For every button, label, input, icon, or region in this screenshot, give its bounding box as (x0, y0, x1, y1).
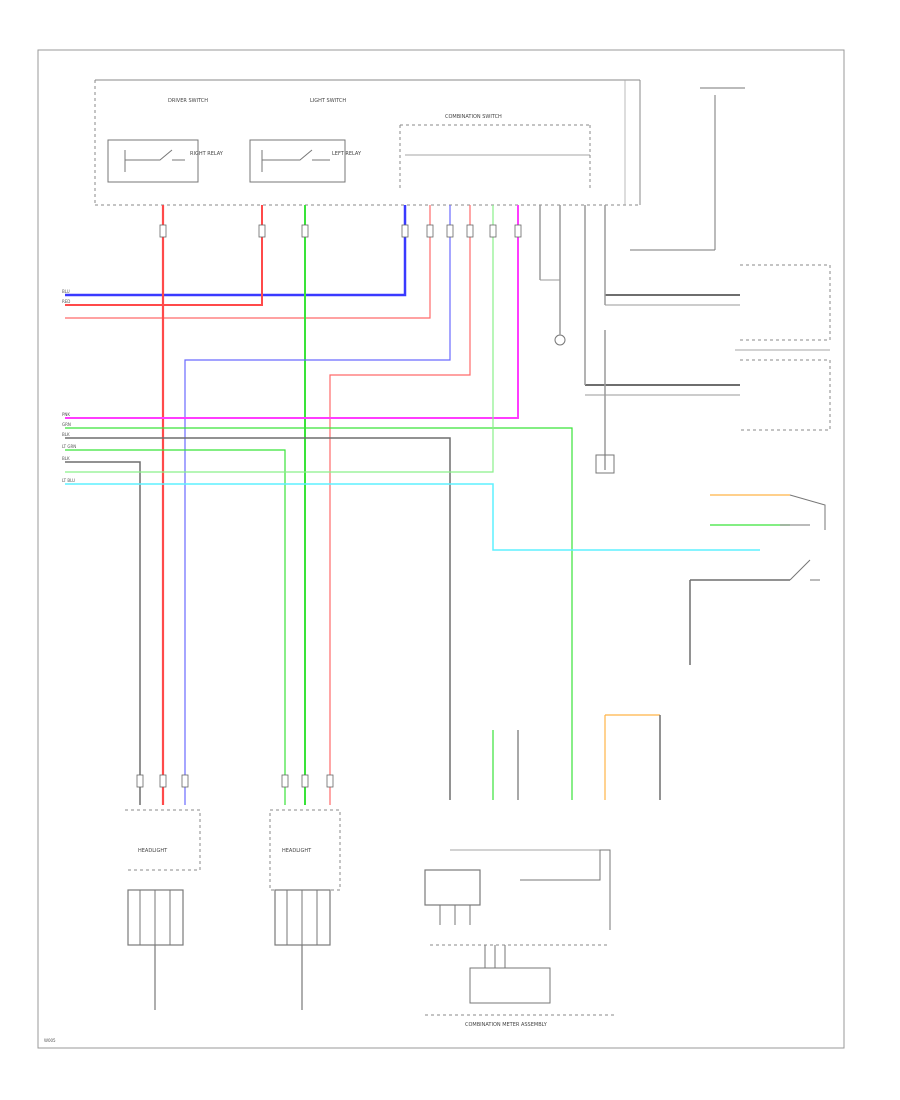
headlight-right-label: HEADLIGHT (282, 848, 312, 854)
switch-box-a (107, 139, 199, 183)
wire-label-blue: BLU (62, 289, 70, 294)
diagram-code: W005 (44, 1038, 56, 1043)
wire-label-red: RED (62, 299, 70, 304)
diagram-frame (37, 49, 845, 1049)
wire-label-pink: PNK (62, 412, 70, 417)
combination-unit-label: COMBINATION SWITCH (445, 114, 502, 120)
right-relay-label: RIGHT RELAY (190, 151, 224, 157)
right-side-components (539, 87, 831, 474)
switch-b-title: LIGHT SWITCH (310, 98, 346, 104)
meter-assembly-label: COMBINATION METER ASSEMBLY (465, 1022, 548, 1028)
headlight-left-label: HEADLIGHT (138, 848, 168, 854)
headlight-left: HEADLIGHT (125, 809, 201, 1010)
wire-label-ltgreen: LT GRN (62, 444, 76, 449)
wire-label-black-2: BLK (62, 456, 70, 461)
wire-label-black: BLK (62, 432, 70, 437)
connectors (136, 224, 522, 788)
right-switch-wires (604, 494, 826, 800)
wire-labels: BLU RED PNK GRN BLK LT GRN BLK LT BLU (62, 289, 76, 483)
wire-label-ltblue: LT BLU (62, 478, 75, 483)
wire-label-green: GRN (62, 422, 71, 427)
wire-harness (65, 205, 760, 805)
switch-a-title: DRIVER SWITCH (168, 98, 208, 104)
meter-assembly: COMBINATION METER ASSEMBLY (424, 730, 615, 1028)
control-module: DRIVER SWITCH LIGHT SWITCH RIGHT RELAY L… (94, 79, 641, 206)
headlight-right: HEADLIGHT (269, 809, 341, 1010)
left-relay-label: LEFT RELAY (332, 151, 362, 157)
switch-box-b (249, 139, 346, 183)
